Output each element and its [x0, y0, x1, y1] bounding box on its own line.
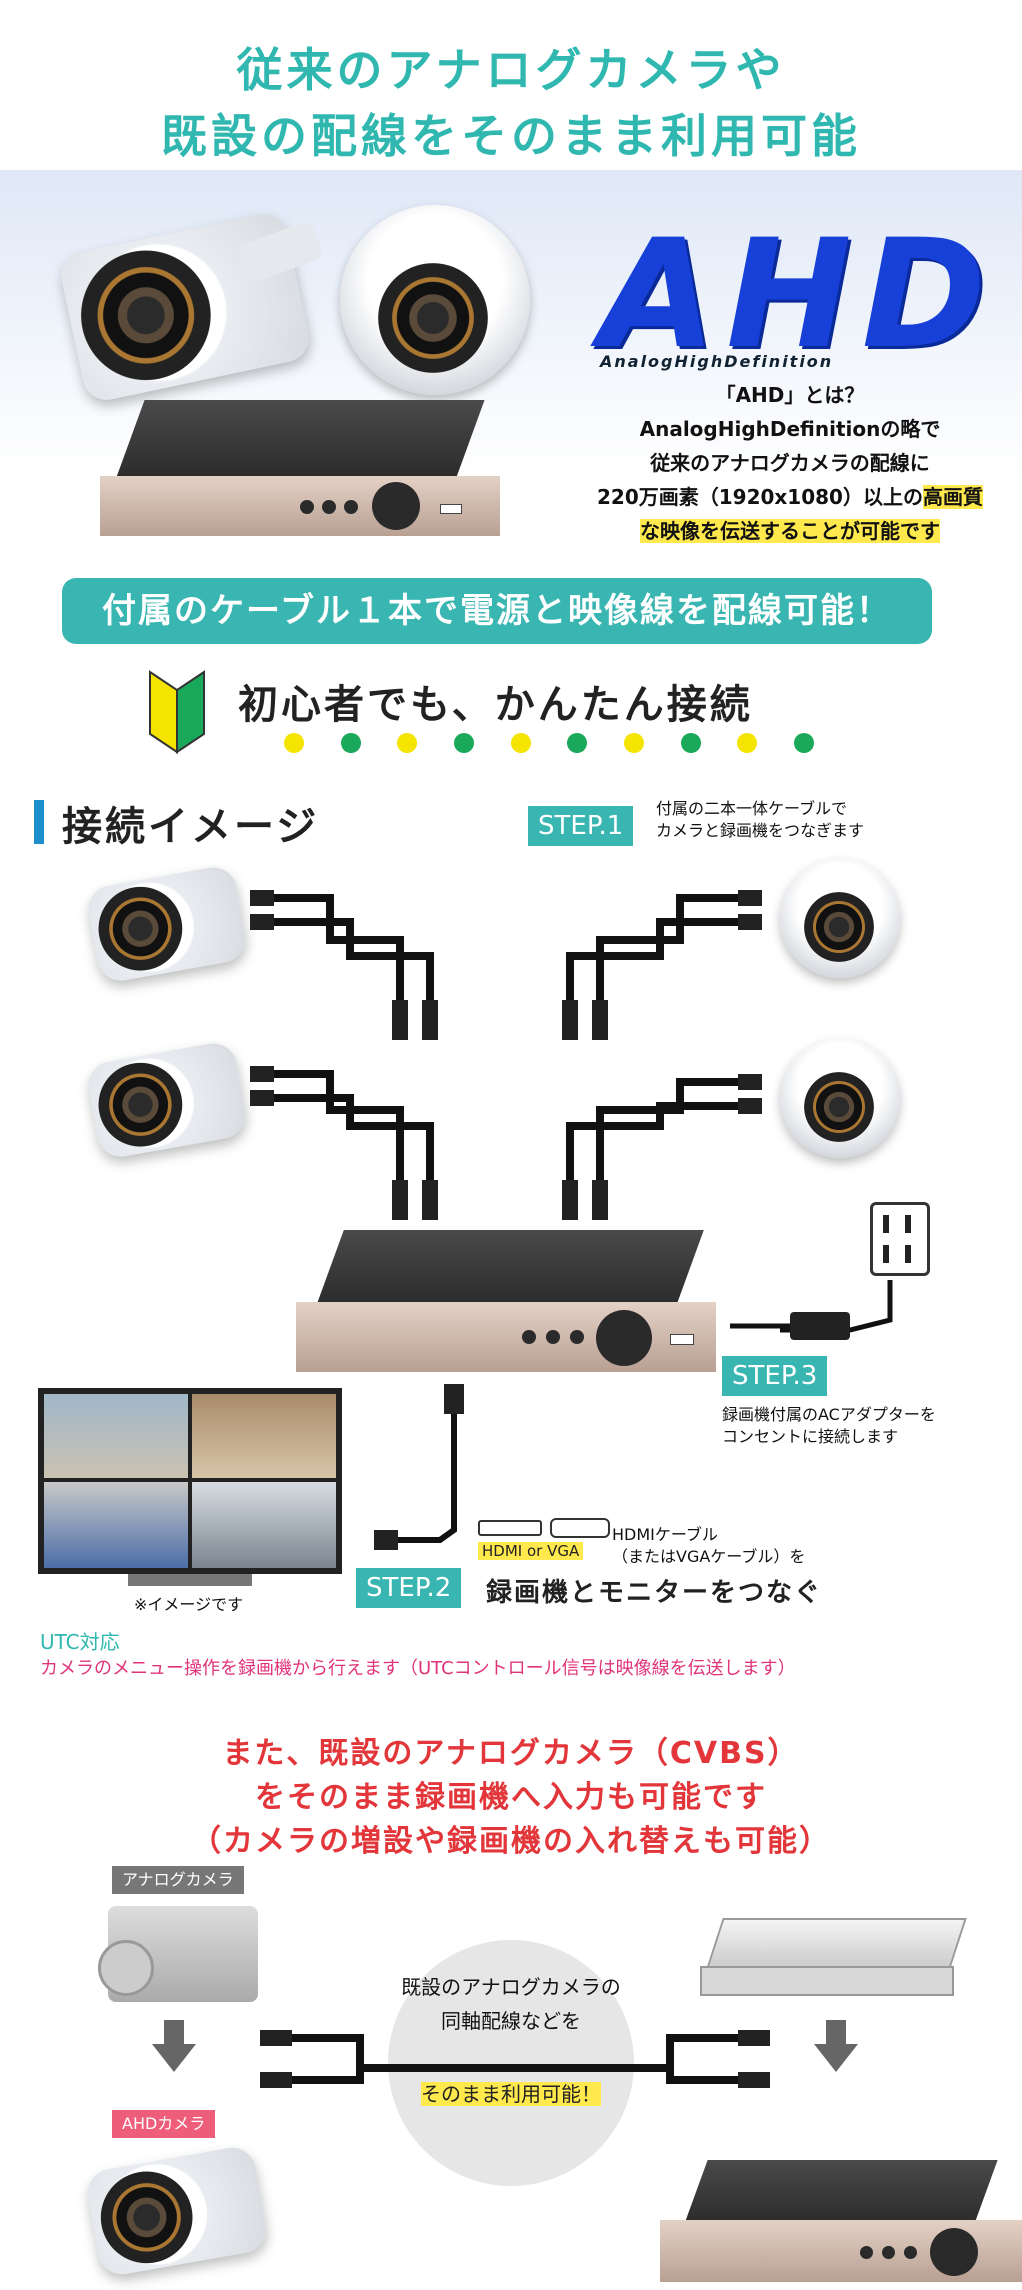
decor-dot	[623, 733, 644, 753]
dvr-image	[115, 400, 485, 480]
monitor-stand	[128, 1574, 252, 1586]
power-outlet-icon	[870, 1202, 930, 1276]
reuse-circle	[388, 1940, 634, 2186]
beginner-text: 初心者でも、かんたん接続	[238, 682, 753, 728]
ahd-desc-highlight1: 高画質	[922, 485, 983, 509]
hdmi-cable	[374, 1384, 464, 1550]
dome-camera-image	[340, 205, 530, 395]
decor-dot	[340, 733, 361, 753]
down-arrow-icon-left	[152, 2044, 196, 2072]
reuse-text: 既設のアナログカメラの 同軸配線などを	[388, 1970, 634, 2038]
hdmi-line1: HDMIケーブル	[612, 1525, 718, 1544]
new-dvr-image	[684, 2160, 998, 2224]
connection-heading: 接続イメージ	[62, 804, 320, 850]
cable-banner: 付属のケーブル１本で電源と映像線を配線可能！	[62, 578, 932, 644]
vga-port-icon	[550, 1518, 610, 1538]
ahd-description: 「AHD」とは？ AnalogHighDefinitionの略で 従来のアナログ…	[590, 378, 990, 548]
step1-line2: カメラと録画機をつなぎます	[656, 821, 865, 840]
new-dvr-front	[660, 2220, 1022, 2282]
hero-title-line1: 従来のアナログカメラや	[236, 43, 786, 97]
down-arrow-stem-right	[826, 2020, 846, 2048]
decor-dot	[680, 733, 701, 753]
step2-text: 録画機とモニターをつなぐ	[486, 1578, 823, 1608]
ahd-desc-line4a: 220万画素（1920x1080）以上の	[597, 485, 923, 509]
coax-cable	[260, 2030, 770, 2088]
step3-label: STEP.3	[722, 1356, 828, 1396]
old-dvr-front	[700, 1966, 954, 1996]
step3-text: 録画機付属のACアダプターを コンセントに接続します	[722, 1404, 936, 1448]
reuse-line1: 既設のアナログカメラの	[401, 1975, 621, 1999]
dvr-front	[100, 476, 500, 536]
dome-camera-1	[780, 858, 900, 978]
cable-diagram	[250, 890, 893, 1420]
beginner-mark-icon	[149, 670, 205, 754]
reuse-line2: 同軸配線などを	[441, 2009, 581, 2033]
existing-title-line3: （カメラの増設や録画機の入れ替えも可能）	[191, 1824, 831, 1859]
utc-text: カメラのメニュー操作を録画機から行えます（UTCコントロール信号は映像線を伝送し…	[40, 1658, 796, 1679]
section-bar	[34, 800, 44, 844]
decor-dot	[397, 733, 418, 753]
step1-text: 付属の二本一体ケーブルで カメラと録画機をつなぎます	[656, 798, 864, 842]
decor-dot	[284, 733, 304, 753]
analog-camera-image	[98, 1906, 258, 2002]
step2-label: STEP.2	[356, 1568, 462, 1608]
reuse-highlight: そのまま利用可能！	[388, 2078, 634, 2107]
hdmi-vga-label: HDMI or VGA	[478, 1542, 584, 1560]
existing-title: また、既設のアナログカメラ（CVBS） をそのまま録画機へ入力も可能です （カメ…	[0, 1732, 1022, 1864]
decor-dot	[567, 733, 588, 753]
step1-line1: 付属の二本一体ケーブルで	[656, 799, 848, 818]
down-arrow-icon-right	[814, 2044, 858, 2072]
analog-camera-tag: アナログカメラ	[112, 1866, 244, 1894]
existing-title-line1: また、既設のアナログカメラ（CVBS）	[222, 1736, 800, 1771]
hdmi-text: HDMIケーブル （またはVGAケーブル）を	[612, 1524, 805, 1568]
old-dvr-image	[705, 1918, 967, 1972]
dots-row	[284, 733, 814, 753]
reuse-line3: そのまま利用可能！	[421, 2082, 601, 2106]
dome-camera-2	[780, 1038, 900, 1158]
ahd-desc-highlight2: な映像を伝送することが可能です	[640, 519, 940, 543]
down-arrow-stem-left	[164, 2020, 184, 2048]
ahd-logo: AHD	[600, 208, 997, 382]
utc-title: UTC対応	[40, 1630, 120, 1654]
decor-dot	[510, 733, 531, 753]
existing-title-line2: をそのまま録画機へ入力も可能です	[255, 1780, 767, 1815]
dvr-recorder-image	[316, 1230, 704, 1306]
ahd-camera-image	[84, 2144, 270, 2278]
decor-dot	[737, 733, 758, 753]
ahd-logo-sub: AnalogHighDefinition	[600, 352, 834, 371]
hdmi-port-icon	[478, 1520, 542, 1536]
image-note: ※イメージです	[134, 1595, 244, 1614]
ahd-desc-line1: 「AHD」とは？	[715, 383, 865, 407]
ahd-desc-line4: 220万画素（1920x1080）以上の高画質	[590, 480, 990, 514]
ahd-desc-line2: AnalogHighDefinitionの略で	[639, 417, 941, 441]
decor-dot	[793, 733, 814, 753]
monitor-image	[38, 1388, 342, 1574]
step1-label: STEP.1	[528, 806, 634, 846]
ahd-desc-line3: 従来のアナログカメラの配線に	[650, 451, 930, 475]
hero-title-line2: 既設の配線をそのまま利用可能	[161, 109, 861, 163]
hdmi-line2: （またはVGAケーブル）を	[612, 1547, 806, 1566]
ahd-camera-tag: AHDカメラ	[112, 2110, 216, 2138]
decor-dot	[453, 733, 474, 753]
dvr-recorder-front	[296, 1302, 716, 1372]
step3-line2: コンセントに接続します	[722, 1427, 899, 1446]
step3-line1: 録画機付属のACアダプターを	[722, 1405, 936, 1424]
